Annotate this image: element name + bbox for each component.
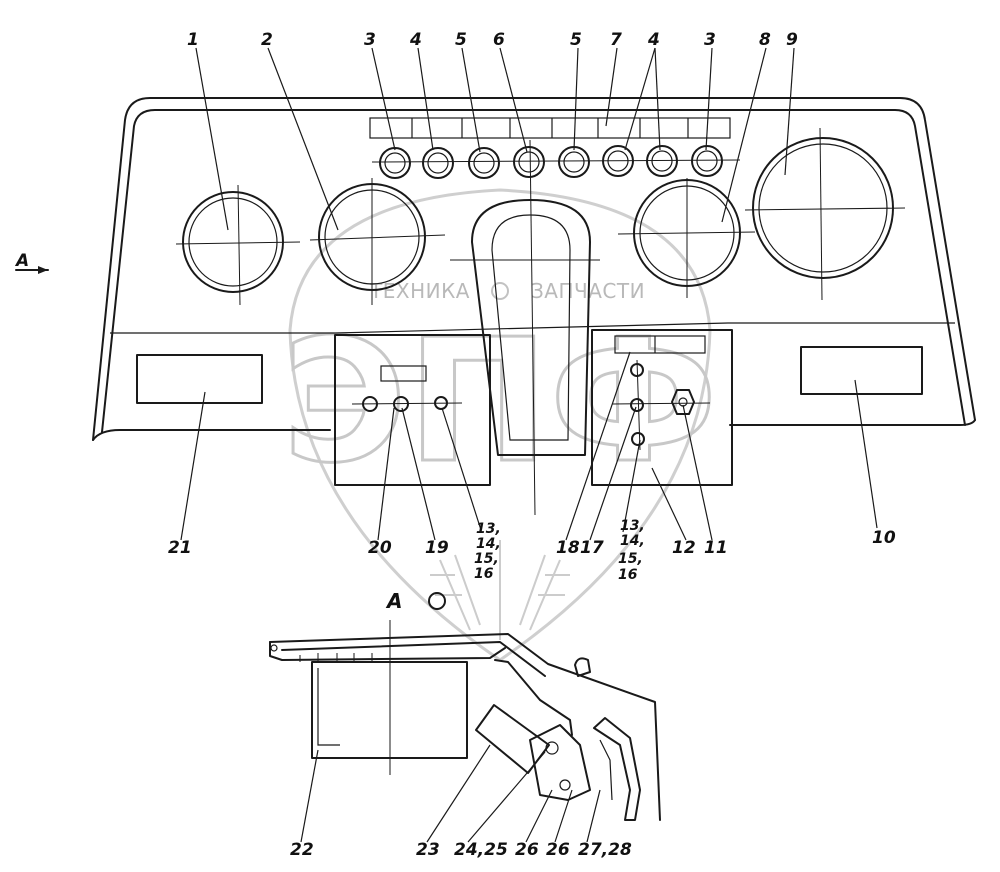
small-gauge-3: [468, 147, 500, 179]
gauge-2: [309, 178, 446, 305]
small-gauge-8: [691, 145, 723, 177]
lamp-17: [630, 363, 644, 377]
switch-block-26: [529, 724, 591, 801]
callout-27-28: 27,28: [578, 840, 632, 860]
callout-20: 20: [368, 538, 392, 558]
gauge-9: [744, 127, 906, 301]
svg-text:16: 16: [618, 567, 638, 583]
watermark-left-word: ТЕХНИКА: [369, 279, 470, 303]
wheat-icon: [430, 540, 570, 640]
recess-21: [136, 354, 263, 404]
svg-text:15,: 15,: [474, 551, 499, 567]
svg-text:14,: 14,: [620, 533, 645, 549]
callout-3-right: 3: [704, 30, 716, 50]
callout-4-right: 4: [647, 30, 660, 50]
view-arrow-label: A: [14, 251, 29, 271]
gauge-1: [175, 184, 301, 306]
svg-text:15,: 15,: [618, 551, 643, 567]
left-switch-panel: [334, 334, 491, 486]
lamp-13-16-left: [434, 396, 448, 410]
callout-6: 6: [493, 30, 505, 50]
svg-text:13,: 13,: [476, 521, 501, 537]
dashboard-panel: [92, 97, 976, 441]
svg-text:16: 16: [474, 566, 494, 582]
callout-22: 22: [290, 840, 314, 860]
small-gauge-1: [379, 147, 411, 179]
indicator-lamp-strip: [369, 117, 731, 139]
watermark-shield: [288, 188, 712, 662]
callout-8: 8: [759, 30, 771, 50]
small-gauge-6: [602, 145, 634, 177]
switch-18: [614, 335, 706, 354]
callout-13-16-left: 13, 14, 15, 16: [474, 521, 501, 582]
callout-19: 19: [425, 538, 449, 558]
recess-10: [800, 346, 923, 395]
callout-23: 23: [416, 840, 440, 860]
callout-5-left: 5: [455, 30, 467, 50]
callout-1: 1: [187, 30, 199, 50]
small-gauge-5: [558, 146, 590, 178]
callout-24-25: 24,25: [454, 840, 508, 860]
callout-3-left: 3: [364, 30, 376, 50]
callout-18: 18: [556, 538, 580, 558]
switch-19: [380, 365, 427, 382]
section-a-view: [269, 620, 661, 821]
svg-text:13,: 13,: [620, 518, 645, 534]
callout-26-left: 26: [515, 840, 539, 860]
callout-13-16-right: 13, 14, 15, 16: [618, 518, 645, 583]
lamp-13-16-right-a: [630, 398, 644, 412]
callout-5-right: 5: [570, 30, 582, 50]
steering-column-housing: [450, 139, 600, 516]
section-a-label: A: [385, 589, 402, 613]
switch-11: [671, 389, 695, 415]
callout-4-left: 4: [409, 30, 422, 50]
small-gauge-7: [646, 145, 678, 177]
gear-icon: [491, 282, 509, 300]
switch-20: [362, 396, 378, 412]
section-a-marker: [428, 592, 446, 610]
gauge-8: [617, 178, 756, 298]
part-nozzle: [574, 657, 591, 677]
callout-2: 2: [261, 30, 273, 50]
callout-21: 21: [168, 538, 192, 558]
switch-19-knob: [393, 396, 409, 412]
svg-text:14,: 14,: [476, 536, 501, 552]
callout-17: 17: [580, 538, 604, 558]
part-23: [475, 704, 550, 774]
callout-11: 11: [704, 538, 728, 558]
small-gauge-4: [513, 146, 545, 178]
leader-lines: [180, 47, 878, 843]
callout-labels: 1 2 3 4 5 6 5 7 4 3 8 9 10 11 12 17 18 1…: [168, 30, 896, 860]
small-gauge-2: [422, 147, 454, 179]
right-switch-panel: [591, 329, 733, 486]
part-27-28: [593, 717, 641, 821]
callout-12: 12: [672, 538, 696, 558]
callout-7: 7: [610, 30, 622, 50]
callout-10: 10: [872, 528, 896, 548]
view-arrow-a: A: [14, 251, 49, 274]
small-gauges-row: [371, 145, 741, 179]
callout-9: 9: [786, 30, 798, 50]
lamp-13-16-right-b: [631, 432, 645, 446]
callout-26-right: 26: [546, 840, 570, 860]
